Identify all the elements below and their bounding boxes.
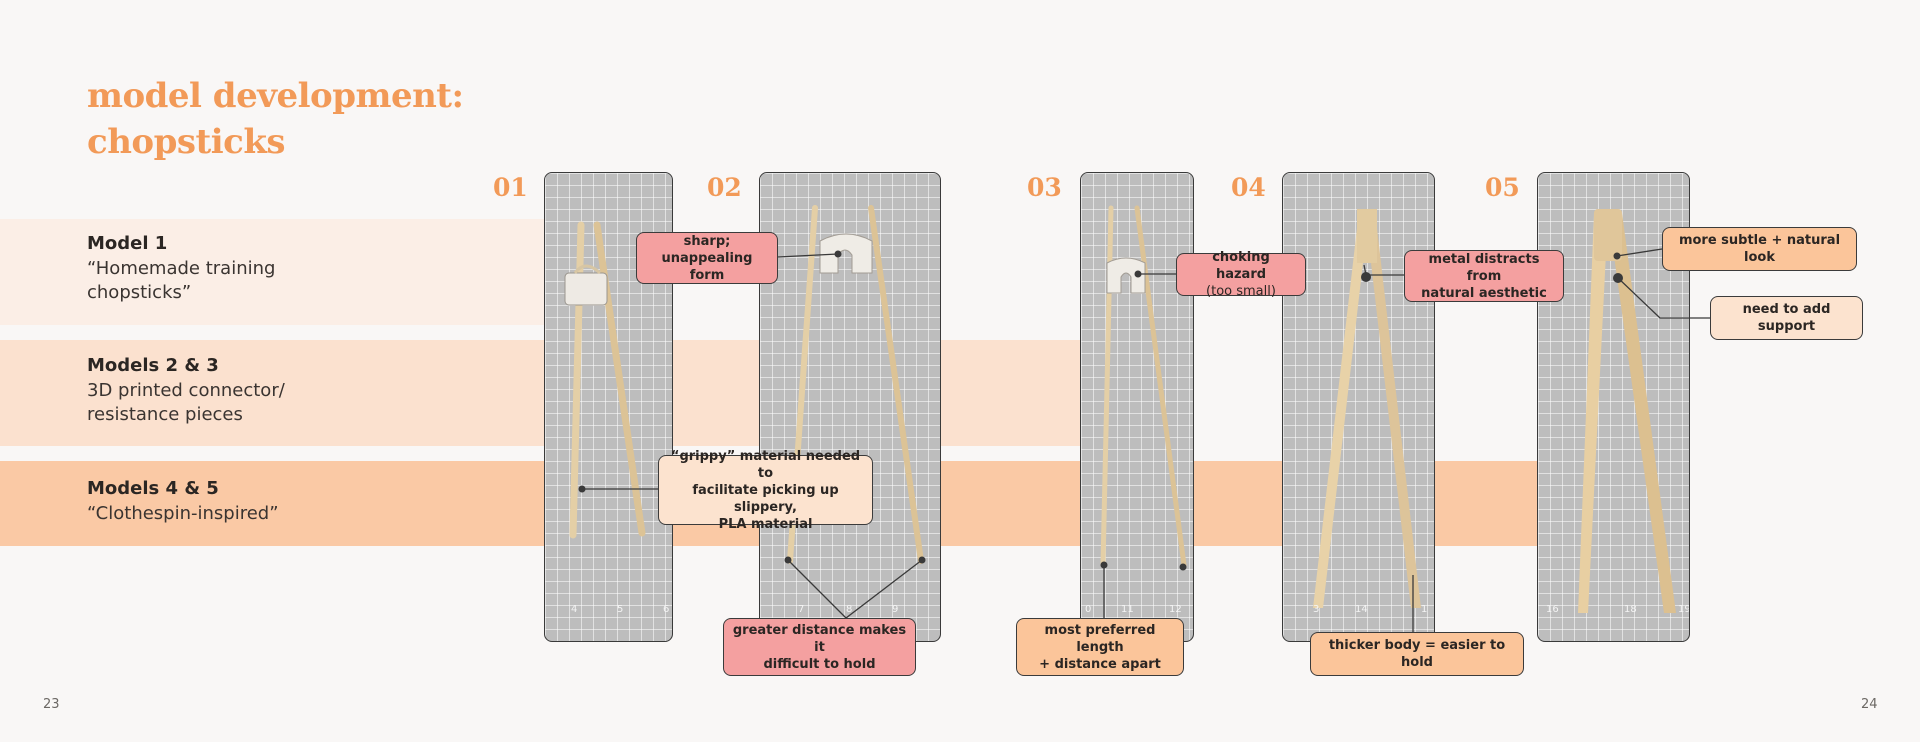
title-line-2: chopsticks [87,122,286,162]
ruler-label: 0 [1085,604,1092,615]
callout-text: “grippy” material needed to [670,448,861,481]
model-desc-line: chopsticks” [87,282,192,303]
clothespin-chopsticks-illustration [1578,209,1676,613]
ruler-label: 1 [1421,604,1428,615]
chopsticks-illustration [1100,205,1187,568]
model-1-description: Model 1 “Homemade training chopsticks” [87,231,387,305]
ruler-label: 16 [1546,604,1559,615]
page-number-right: 24 [1861,697,1878,712]
model-desc-line: resistance pieces [87,404,243,425]
ruler-label: 19 [1678,604,1690,615]
model-2-photo: 7 8 9 [759,172,941,642]
callout-text: (too small) [1206,284,1276,299]
title-line-1: model development: [87,76,464,116]
ruler-label: 3 [1313,604,1320,615]
callout-most-preferred: most preferred length + distance apart [1016,618,1184,676]
callout-text: more subtle + natural look [1678,233,1841,265]
chopsticks-illustration [564,221,646,539]
models-4-5-description: Models 4 & 5 “Clothespin-inspired” [87,476,387,526]
callout-text: difficult to hold [763,656,876,672]
ruler-label: 18 [1624,604,1637,615]
callout-text: most preferred length [1044,622,1156,655]
model-number-04: 04 [1231,173,1266,202]
ruler-label: 7 [798,604,805,615]
callout-subtle-natural: more subtle + natural look [1662,227,1857,271]
callout-text: thicker body = easier to hold [1328,638,1506,670]
callout-text: facilitate picking up slippery, [692,482,839,515]
callout-metal-distracts: metal distracts from natural aesthetic [1404,250,1564,302]
model-3-photo: 0 11 12 [1080,172,1194,642]
callout-text: sharp; unappealing [661,233,753,266]
page-number-left: 23 [43,697,60,712]
callout-text: + distance apart [1039,656,1161,672]
callout-text: PLA material [718,516,813,532]
model-number-01: 01 [493,173,528,202]
model-5-photo: 16 18 19 [1537,172,1690,642]
ruler-label: 5 [617,604,624,615]
callout-thicker-body: thicker body = easier to hold [1310,632,1524,676]
ruler-label: 12 [1169,604,1182,615]
model-name: Model 1 [87,233,168,254]
callout-text: form [689,267,725,283]
ruler-label: 6 [663,604,670,615]
callout-text: greater distance makes it [732,622,907,655]
callout-sharp-form: sharp; unappealing form [636,232,778,284]
model-name: Models 4 & 5 [87,478,219,499]
callout-greater-distance: greater distance makes it difficult to h… [723,618,916,676]
models-2-3-description: Models 2 & 3 3D printed connector/ resis… [87,353,387,427]
model-desc-line: “Clothespin-inspired” [87,503,279,524]
model-1-photo: 4 5 6 [544,172,673,642]
ruler-label: 4 [571,604,578,615]
model-number-02: 02 [707,173,742,202]
ruler-label: 11 [1121,604,1134,615]
model-number-05: 05 [1485,173,1520,202]
callout-grippy-material: “grippy” material needed to facilitate p… [658,449,873,532]
callout-text: metal distracts from [1428,251,1540,284]
ruler-label: 8 [846,604,853,615]
ruler-label: 14 [1355,604,1368,615]
ruler-label: 9 [892,604,899,615]
callout-text: choking hazard [1212,250,1270,282]
callout-text: natural aesthetic [1421,285,1547,301]
page-title: model development: chopsticks [87,73,464,165]
model1-band [0,219,545,325]
model-desc-line: 3D printed connector/ [87,380,285,401]
model-desc-line: “Homemade training [87,258,276,279]
callout-need-support: need to add support [1710,296,1863,340]
model-name: Models 2 & 3 [87,355,219,376]
callout-choking-hazard: choking hazard (too small) [1176,250,1306,299]
model-number-03: 03 [1027,173,1062,202]
callout-text: need to add support [1742,302,1831,334]
